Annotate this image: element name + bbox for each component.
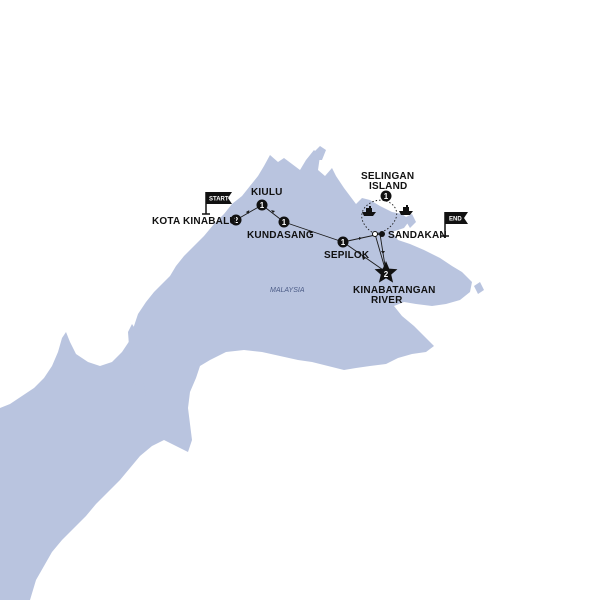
label-kinabatangan-line2: RIVER [371,295,403,306]
end-flag: END [441,212,468,237]
island-labuan [146,310,160,350]
marker-kiulu: 1 [256,199,268,211]
label-kota-kinabalu: KOTA KINABALU [152,216,237,227]
end-flag-text: END [449,217,462,223]
label-sandakan: SANDAKAN [388,230,447,241]
nights-badge-sepilok: 1 [341,238,346,247]
marker-kinabatangan: 2 [374,261,398,283]
marker-sandakan [379,231,385,237]
marker-selingan-island: 1 [380,190,392,202]
nights-badge-selingan: 1 [384,192,389,201]
nights-badge-kundasang: 1 [282,218,287,227]
arrow-icon [271,210,275,213]
route-kundasang-sepilok [283,221,344,243]
label-kundasang: KUNDASANG [247,230,314,241]
arrow-icon [381,251,385,254]
arrow-icon [309,230,313,234]
nights-badge-kiulu: 1 [260,201,265,210]
flag-icon [206,192,232,204]
label-selingan-line2: ISLAND [369,181,407,192]
label-kinabatangan-line1: KINABATANGAN [353,285,436,296]
boat-icon [399,205,413,215]
label-selingan-line1: SELINGAN [361,171,414,182]
route-boat-loop [361,199,398,235]
marker-kundasang: 1 [278,216,290,228]
arrow-icon [362,256,366,260]
start-flag: START [202,192,232,215]
island-sulu-1 [404,214,416,228]
arrow-icon [245,210,250,214]
marker-jetty [372,231,378,237]
arrow-icon [359,237,362,240]
label-sepilok: SEPILOK [324,250,370,261]
island-small-west [188,312,196,322]
marker-kota-kinabalu: 2 [230,214,242,226]
nights-badge-kinabatangan: 2 [384,270,389,279]
island-sulu-2 [474,282,484,294]
route-arrows [245,210,385,260]
route-sepilok-kinabatangan [342,241,387,273]
flag-icon [445,212,468,224]
star-icon [374,261,398,283]
nights-badge-kota-kinabalu: 2 [234,216,239,225]
marker-sepilok: 1 [337,236,349,248]
boat-icon [362,206,376,216]
country-label: MALAYSIA [270,287,305,294]
island-west-small [128,324,146,404]
island-banggi [314,146,326,160]
label-kiulu: KIULU [251,187,283,198]
borneo-landmass [0,150,472,600]
start-flag-text: START [209,197,229,203]
